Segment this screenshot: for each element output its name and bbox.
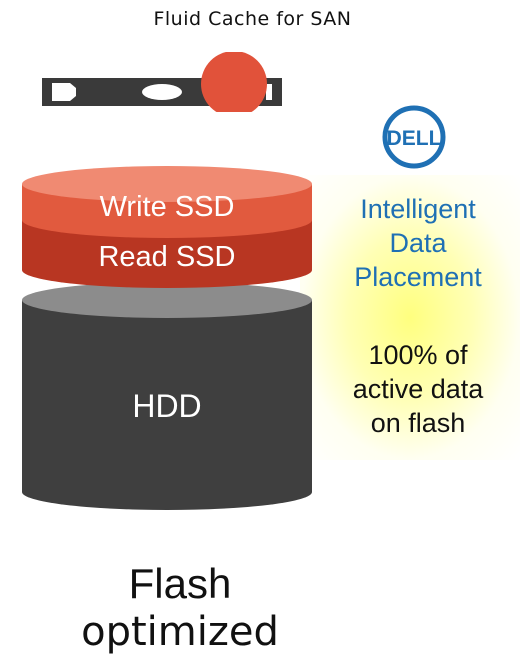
active-data-line: active data [352,374,484,404]
active-data-line: on flash [370,408,466,438]
flash-optimized-heading: Flash optimized [60,560,300,656]
read-ssd-layer [22,220,312,288]
fluid-cache-title: Fluid Cache for SAN [153,8,352,30]
placement-line: Intelligent [360,194,476,224]
cache-card-icon [42,52,282,112]
hdd-cylinder [22,282,312,510]
write-ssd-layer [22,166,312,238]
highlight-glow [300,175,520,460]
active-data-text: 100% of active data on flash [310,338,520,440]
dell-logo: DELL [382,105,446,169]
intelligent-placement-text: Intelligent Data Placement [310,192,520,294]
active-data-line: 100% of [368,340,468,370]
storage-stack [22,166,312,510]
cache-dot [201,52,267,112]
dell-logo-text: DELL [387,127,442,150]
hdd-label: HDD [132,388,202,424]
optimized-word: optimized [81,609,279,655]
card-slot-center [142,84,182,100]
card-slot-left [52,83,76,101]
placement-line: Placement [354,262,482,292]
placement-line: Data [389,228,447,258]
read-ssd-label: Read SSD [98,241,236,273]
card-slot-right [266,84,272,100]
write-ssd-label: Write SSD [99,191,235,223]
flash-word: Flash [128,560,232,607]
